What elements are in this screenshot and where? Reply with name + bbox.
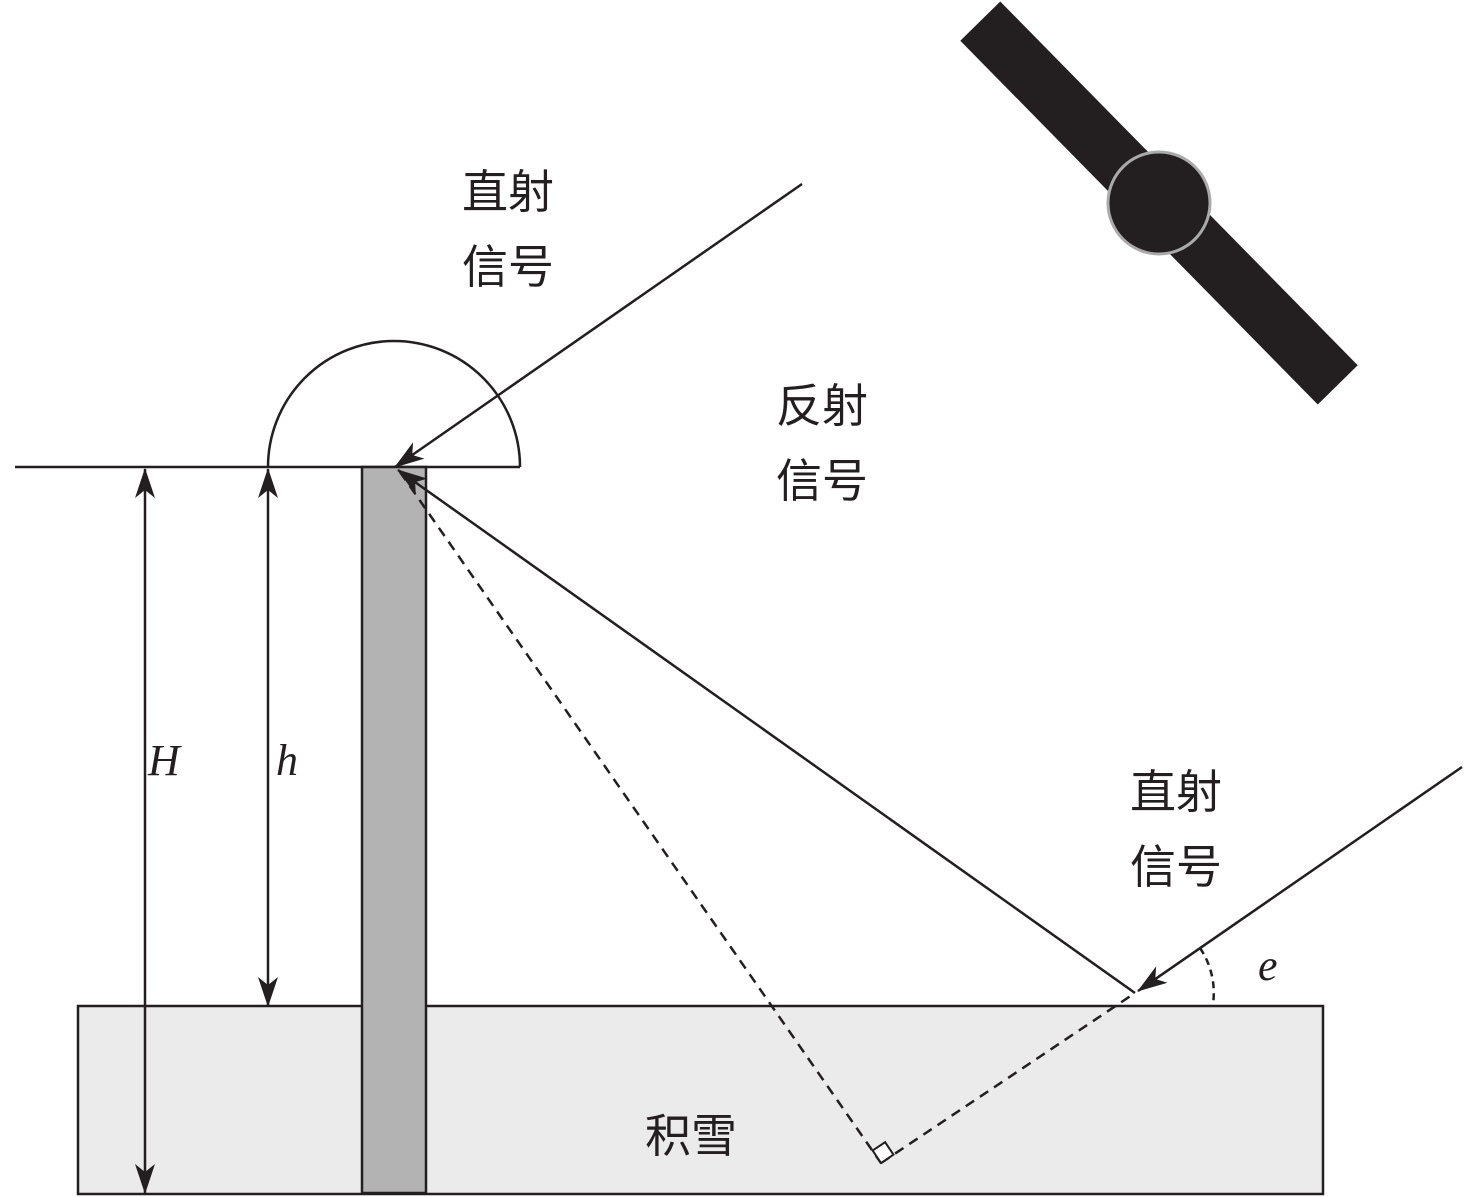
reflected-signal-label-line1: 反射 bbox=[776, 379, 868, 433]
direct-signal-ray-top bbox=[394, 182, 803, 469]
reflected-signal-label-line2: 信号 bbox=[776, 454, 868, 508]
direct-signal-label-top-line1: 直射 bbox=[462, 165, 554, 219]
direct-signal-label-right-line2: 信号 bbox=[1130, 840, 1222, 894]
antenna-dome bbox=[266, 339, 522, 468]
antenna-pole bbox=[360, 465, 428, 1195]
right-angle-marker bbox=[871, 1140, 895, 1165]
label-h: h bbox=[276, 736, 298, 785]
reflected-signal-ray bbox=[397, 468, 1136, 995]
label-e: e bbox=[1258, 941, 1278, 990]
path-delay-dashed-line bbox=[398, 471, 883, 1164]
direct-signal-label-top-line2: 信号 bbox=[462, 240, 554, 294]
direct-signal-ray-right bbox=[1137, 765, 1463, 993]
snow-label: 积雪 bbox=[645, 1109, 737, 1163]
snow-layer bbox=[76, 1004, 1325, 1196]
direct-signal-label-right-line1: 直射 bbox=[1130, 765, 1222, 819]
elevation-angle-arc bbox=[1198, 947, 1215, 1005]
label-H: H bbox=[147, 736, 182, 785]
satellite-icon bbox=[960, 1, 1358, 405]
